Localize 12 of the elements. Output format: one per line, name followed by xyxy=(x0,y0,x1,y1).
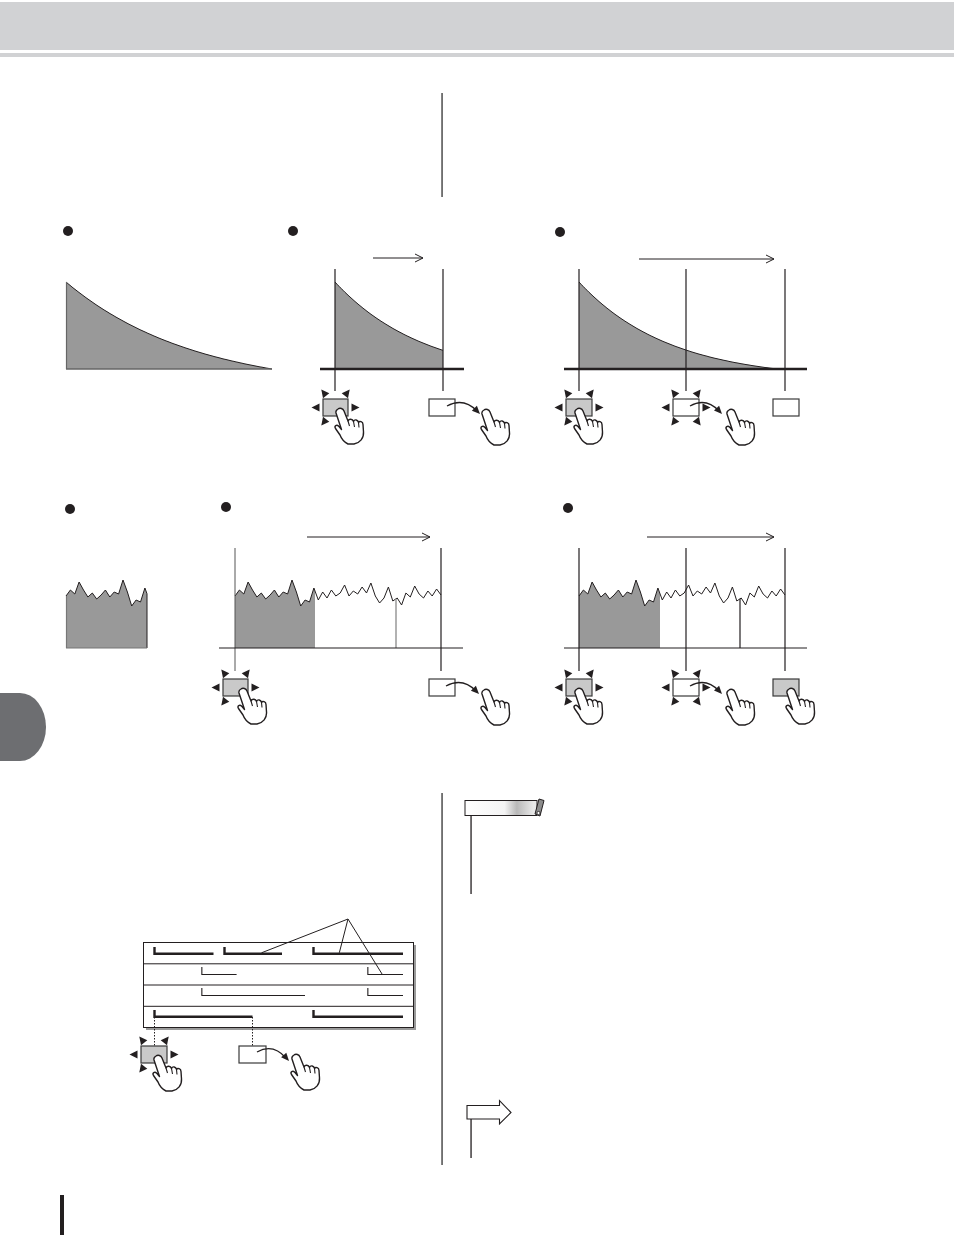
timing-bar xyxy=(201,967,237,976)
timing-bar xyxy=(153,947,214,956)
timing-bar xyxy=(367,987,403,996)
timing-bar xyxy=(367,967,403,976)
timing-bar xyxy=(312,947,403,956)
leader-line xyxy=(338,918,349,954)
timing-bar xyxy=(222,947,282,956)
leader-line xyxy=(347,918,383,975)
leader-line xyxy=(261,918,349,954)
timing-bar xyxy=(312,1009,403,1018)
timing-bar xyxy=(201,987,305,996)
timing-bar xyxy=(153,1009,253,1018)
